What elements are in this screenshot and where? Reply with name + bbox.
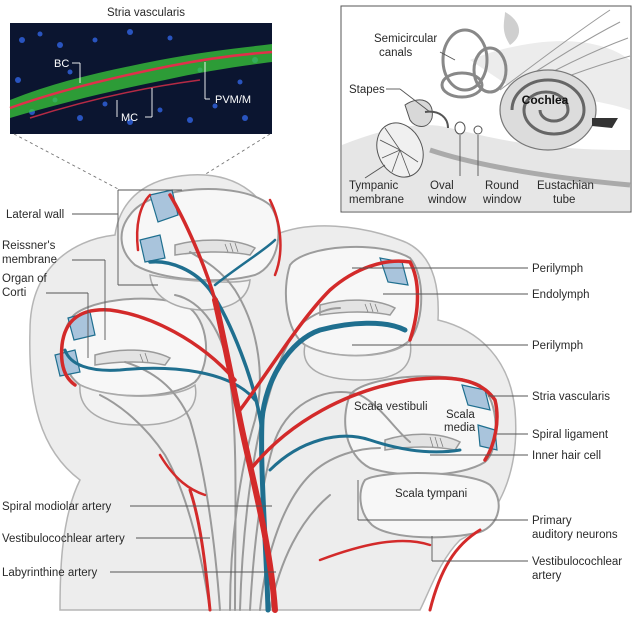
vestibulocochlear-artery-left-path xyxy=(188,488,212,612)
micrograph-label-mc: MC xyxy=(121,112,138,124)
micrograph-title: Stria vascularis xyxy=(107,7,185,19)
right-labels: Perilymph Endolymph Perilymph Stria vasc… xyxy=(352,263,622,582)
middle-ear-shape xyxy=(376,99,631,188)
semicircular-canals-shape xyxy=(440,28,508,99)
micrograph-label-pvm: PVM/M xyxy=(215,94,251,106)
label-endolymph: Endolymph xyxy=(532,289,590,301)
micrograph-red-vessel-2 xyxy=(29,79,201,119)
label-scala-vestibuli: Scala vestibuli xyxy=(354,401,428,413)
label-lateral-wall: Lateral wall xyxy=(6,209,64,221)
label-stria-vascularis: Stria vascularis xyxy=(532,391,610,403)
cochlear-turn-middle-left xyxy=(61,297,208,397)
label-inner-hair-cell: Inner hair cell xyxy=(532,450,601,462)
zoom-connector-left xyxy=(13,133,121,191)
inset-label-stapes: Stapes xyxy=(349,84,385,96)
micrograph-label-bc: BC xyxy=(54,58,69,70)
label-vestibulocochlear-artery-left: Vestibulocochlear artery xyxy=(2,533,125,545)
stria-micrograph-panel: Stria vascularis BC MC PVM/M xyxy=(9,7,273,134)
label-perilymph-mid: Perilymph xyxy=(532,340,583,352)
scala-tympani-left xyxy=(79,383,197,426)
scala-tympani-right xyxy=(303,338,412,381)
cochlea-pointer-icon xyxy=(592,118,618,128)
hair-cell-hatching xyxy=(139,242,444,448)
micrograph-green-band xyxy=(10,44,272,118)
label-labyrinthine-artery: Labyrinthine artery xyxy=(2,567,97,579)
label-spiral-modiolar-artery: Spiral modiolar artery xyxy=(2,501,112,513)
cochlear-arteries xyxy=(59,193,499,613)
organ-of-corti-structures xyxy=(94,239,462,451)
inset-vestibule-top xyxy=(503,12,520,45)
label-spiral-ligament: Spiral ligament xyxy=(532,429,609,441)
spiral-modiolar-artery-path xyxy=(212,297,278,613)
label-scala-tympani: Scala tympani xyxy=(395,488,467,500)
cochlea-spiral-shape: Cochlea xyxy=(499,69,618,151)
scala-tympani-basal xyxy=(359,472,500,539)
label-perilymph-top: Perilymph xyxy=(532,263,583,275)
micrograph-red-vessel xyxy=(9,50,273,110)
inset-label-cochlea: Cochlea xyxy=(522,93,569,107)
cochlea-cross-section xyxy=(29,174,517,613)
